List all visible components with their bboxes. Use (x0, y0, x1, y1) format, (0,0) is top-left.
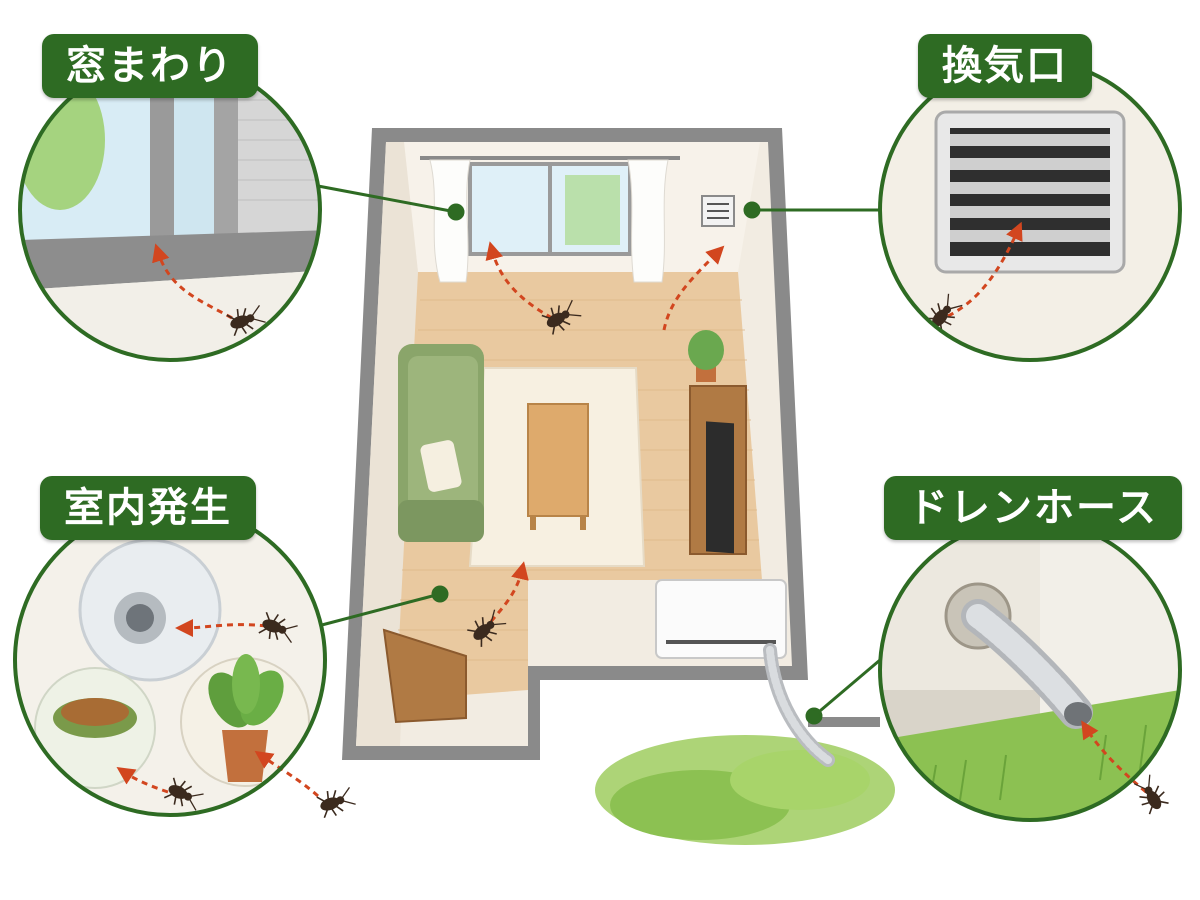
callout-window (18, 58, 322, 362)
callout-connectors (317, 184, 881, 725)
room-insect-paths (465, 241, 725, 650)
label-vent: 換気口 (918, 34, 1092, 98)
callout-drain (878, 518, 1182, 822)
callout-vent (878, 58, 1182, 362)
callout-indoor (13, 503, 358, 821)
label-window: 窓まわり (42, 34, 258, 98)
outdoor-grass (595, 735, 895, 845)
label-drain: ドレンホース (884, 476, 1182, 540)
room-illustration (342, 128, 880, 767)
label-indoor: 室内発生 (40, 476, 256, 540)
